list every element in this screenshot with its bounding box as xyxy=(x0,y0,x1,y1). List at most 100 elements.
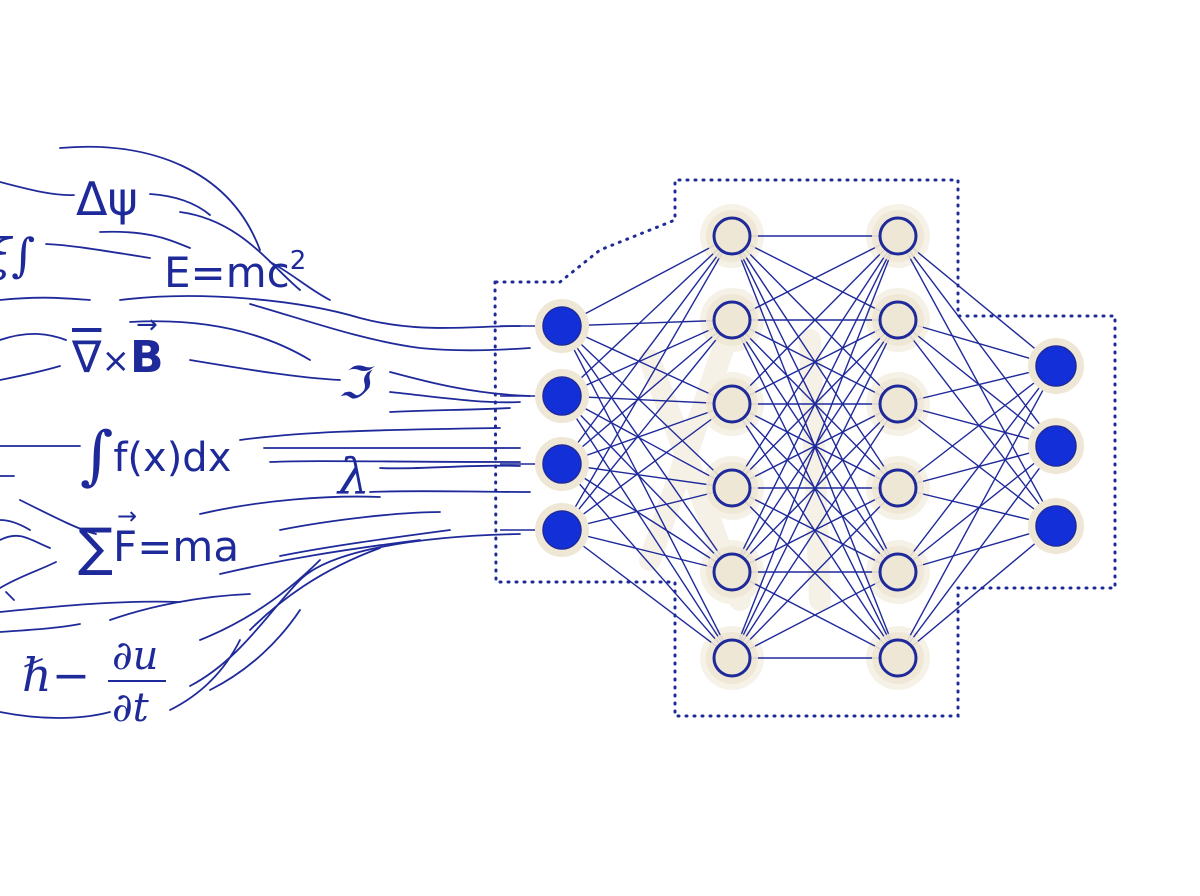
edge xyxy=(561,403,733,465)
flow-line-33 xyxy=(199,559,321,641)
nodes xyxy=(535,210,1084,684)
edge xyxy=(561,235,733,531)
flow-line-34 xyxy=(249,547,381,631)
edge xyxy=(731,487,899,659)
flow-line-15 xyxy=(389,391,521,404)
edge xyxy=(561,319,733,465)
hidden-node xyxy=(712,552,752,592)
input-node xyxy=(542,444,582,484)
edge xyxy=(561,463,733,659)
edge xyxy=(561,319,733,531)
edge xyxy=(897,235,1057,527)
edge xyxy=(897,525,1057,659)
flow-line-22 xyxy=(369,490,531,493)
edge xyxy=(561,529,733,573)
hidden-node xyxy=(712,384,752,424)
flow-line-1 xyxy=(149,193,211,216)
edge xyxy=(561,463,733,489)
edge xyxy=(561,325,733,659)
flow-line-4 xyxy=(99,230,191,249)
edge xyxy=(731,403,899,659)
edge xyxy=(897,403,1057,527)
flow-line-24 xyxy=(0,535,51,549)
flow-line-13 xyxy=(129,320,311,361)
edge xyxy=(897,445,1057,573)
hidden-node xyxy=(878,638,918,678)
fraction-bar xyxy=(108,680,166,682)
flow-line-2 xyxy=(59,145,261,251)
edge xyxy=(731,235,899,321)
flow-line-36 xyxy=(209,609,301,691)
equation-integral: ∫f(x)dx xyxy=(80,419,232,493)
output-node xyxy=(1035,425,1077,467)
partial-denominator: ∂t xyxy=(112,685,149,731)
flow-line-3 xyxy=(179,211,301,291)
flow-line-12 xyxy=(0,365,61,381)
hidden-node xyxy=(878,216,918,256)
edge xyxy=(731,235,899,405)
input-node xyxy=(542,376,582,416)
vector-arrow: → xyxy=(117,502,138,530)
input-node xyxy=(542,510,582,550)
edge xyxy=(731,235,899,573)
edge xyxy=(897,365,1057,659)
edge xyxy=(897,445,1057,659)
flow-line-16 xyxy=(389,407,511,413)
edge xyxy=(561,325,733,405)
flow-line-38 xyxy=(169,639,241,711)
flow-line-21 xyxy=(379,464,521,470)
flow-line-26 xyxy=(279,511,441,531)
flow-line-30 xyxy=(0,600,181,613)
edge xyxy=(897,365,1057,489)
edge xyxy=(561,235,733,397)
flow-line-32 xyxy=(0,623,81,633)
flow-line-9 xyxy=(249,303,531,352)
hidden-node xyxy=(712,300,752,340)
edge xyxy=(561,235,733,465)
flow-line-29 xyxy=(219,539,421,575)
hidden-glow xyxy=(639,204,930,690)
hidden-node xyxy=(878,384,918,424)
edge xyxy=(561,395,733,405)
output-node xyxy=(1035,345,1077,387)
edge xyxy=(561,235,733,327)
equation-laplacian: Δψ xyxy=(76,172,138,226)
flow-line-6 xyxy=(0,296,91,301)
flow-line-7 xyxy=(269,261,331,301)
hidden-node xyxy=(712,468,752,508)
flow-line-27 xyxy=(0,561,57,589)
edge xyxy=(561,325,733,489)
equation-newton: ∑→F=ma xyxy=(78,502,240,578)
partial-numerator: ∂u xyxy=(112,633,159,679)
edge xyxy=(731,235,899,659)
hidden-node xyxy=(712,216,752,256)
flow-line-23 xyxy=(19,499,97,535)
glow-band xyxy=(799,329,831,611)
edge xyxy=(897,235,1057,447)
edge xyxy=(561,395,733,489)
flow-line-8 xyxy=(119,295,521,329)
edge xyxy=(731,571,899,659)
edge xyxy=(731,235,899,489)
equation-curl: ∇×→B xyxy=(72,310,164,383)
edge xyxy=(897,319,1057,447)
flow-line-37 xyxy=(0,711,111,719)
input-node xyxy=(542,306,582,346)
flow-line-10 xyxy=(0,333,67,341)
output-node xyxy=(1035,505,1077,547)
hidden-node xyxy=(712,638,752,678)
hidden-node xyxy=(878,468,918,508)
flow-line-14 xyxy=(389,371,531,397)
glyph-curly: ℑ xyxy=(338,358,369,409)
flow-line-41 xyxy=(5,591,15,601)
edge xyxy=(561,319,733,327)
flow-line-5 xyxy=(45,243,151,259)
edge xyxy=(897,235,1057,367)
vector-arrow: → xyxy=(135,310,158,340)
flow-line-19 xyxy=(239,427,501,441)
edge xyxy=(561,325,733,573)
edge xyxy=(561,319,733,397)
flow-line-31 xyxy=(109,593,251,621)
